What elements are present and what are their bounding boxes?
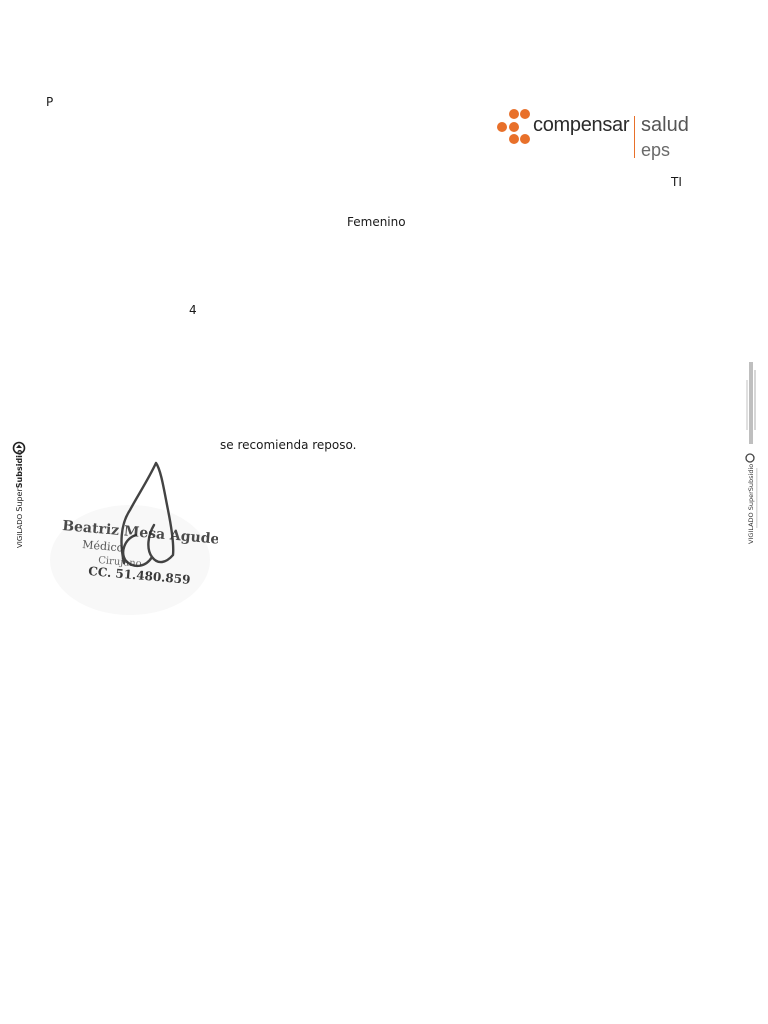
gender-value: Femenino <box>347 215 406 229</box>
svg-text:Cirujano: Cirujano <box>98 555 142 570</box>
compensar-logo: compensar salud eps <box>495 106 695 162</box>
logo-sub: eps <box>641 140 671 160</box>
field-number: 4 <box>189 303 197 317</box>
supervision-seal-icon <box>12 441 26 455</box>
logo-product: salud <box>641 114 689 136</box>
document-type-label: TI <box>671 175 682 189</box>
logo-separator <box>634 116 635 158</box>
logo-dots-icon <box>497 109 530 144</box>
doctor-signature-stamp: Beatriz Mesa Agudelo Médico Cirujano CC.… <box>50 461 218 615</box>
supervision-seal-icon <box>745 453 755 463</box>
recommendation-text: se recomienda reposo. <box>220 438 357 452</box>
svg-text:VIGILADO SuperSubsidio: VIGILADO SuperSubsidio <box>15 449 24 548</box>
vigilado-watermark-left: VIGILADO SuperSubsidio <box>12 441 26 548</box>
vigilado-watermark-right: VIGILADO SuperSubsidio <box>745 362 758 544</box>
svg-text:VIGILADO SuperSubsidio: VIGILADO SuperSubsidio <box>747 464 755 544</box>
logo-brand: compensar <box>533 114 630 136</box>
svg-text:Médico: Médico <box>82 538 124 555</box>
corner-letter: P <box>46 95 54 109</box>
